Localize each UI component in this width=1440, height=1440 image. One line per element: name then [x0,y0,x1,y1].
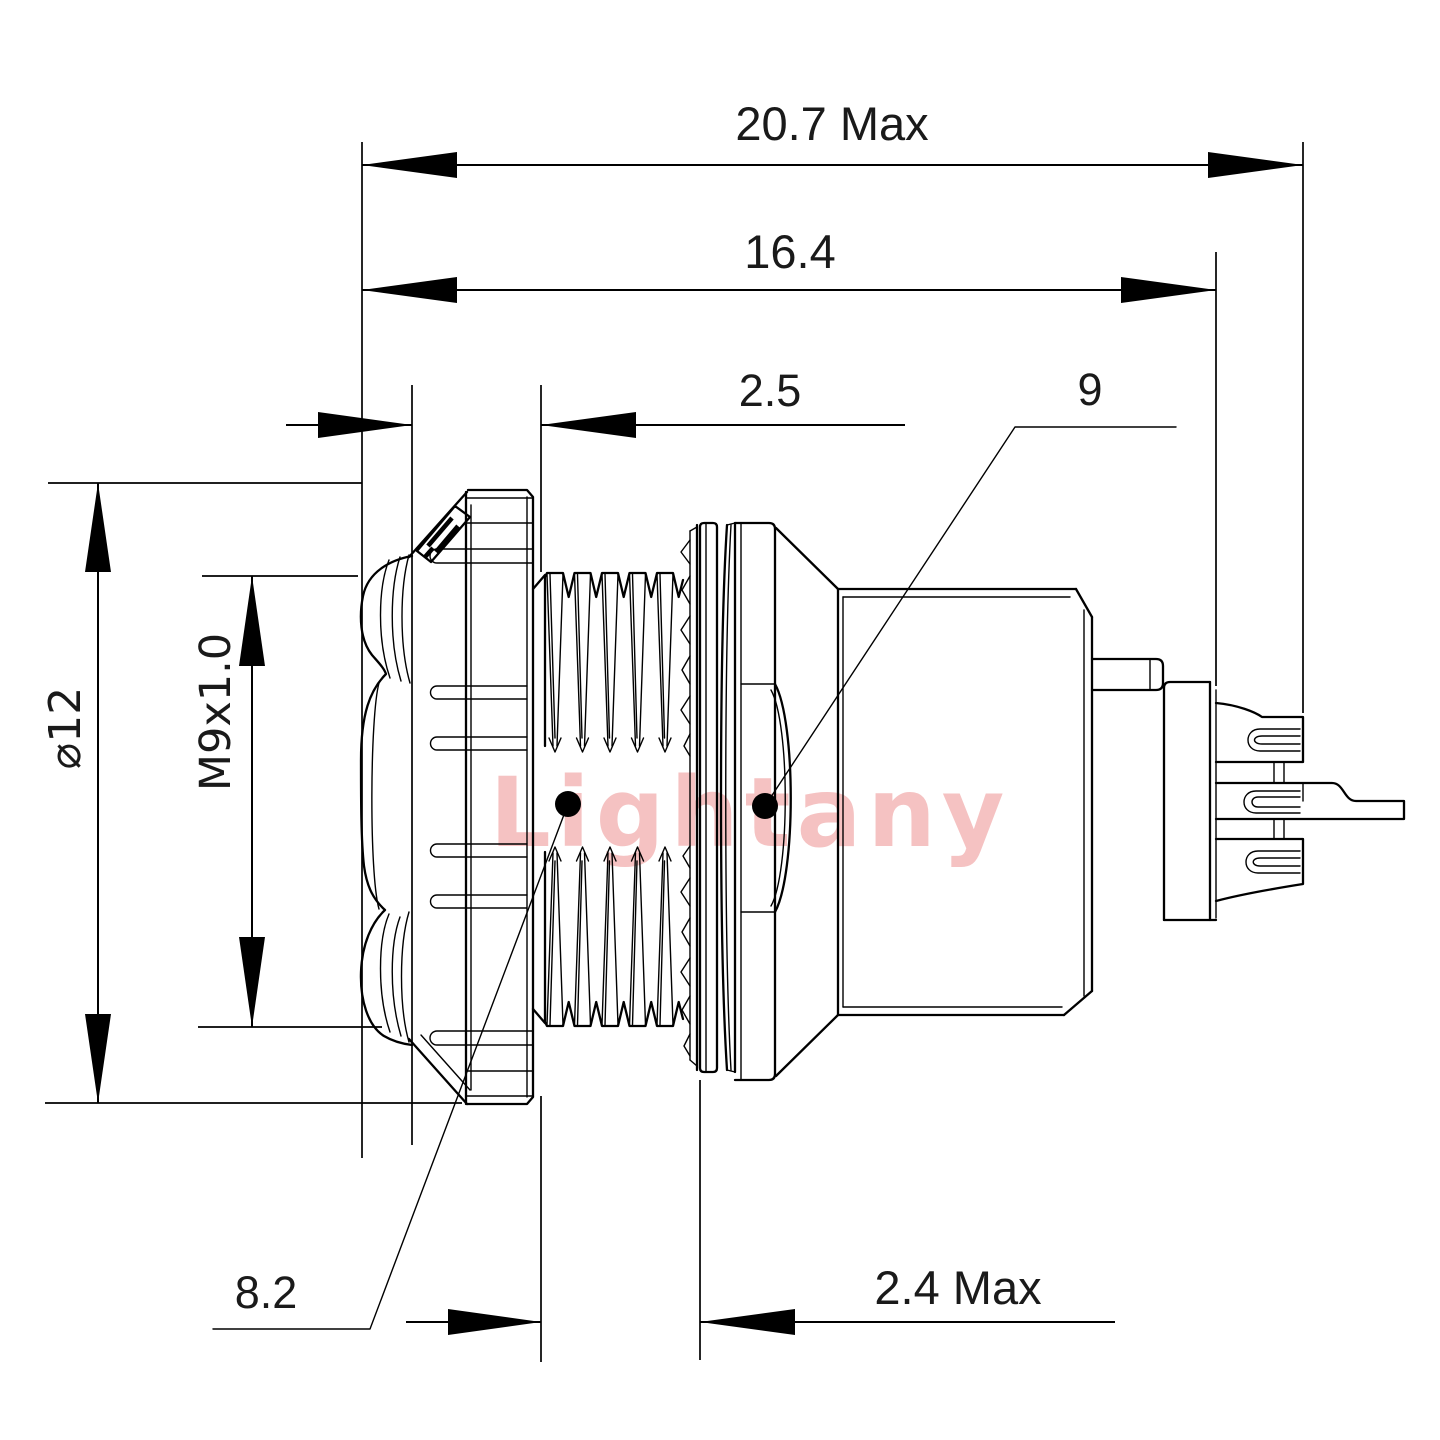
dimension-body-length: 16.4 [362,225,1216,303]
dimension-label: 16.4 [744,225,835,278]
insulator-block [1090,657,1218,922]
dimension-flange-thickness: 2.5 [286,365,905,438]
dimension-outer-diameter: ⌀12 [40,483,111,1103]
dimension-thread-spec: M9x1.0 [191,576,265,1027]
dimension-label: 8.2 [235,1267,298,1318]
lock-washer [680,523,699,1072]
rear-shell [774,526,1094,1078]
solder-contacts [1214,701,1406,903]
extension-lines [45,142,1304,1362]
part-marking [423,516,460,559]
dimension-label: 9 [1077,364,1102,415]
front-knurled-ring [359,488,535,1106]
thread-barrel [531,571,685,1028]
leader-hole-diameter: 8.2 [212,791,581,1330]
retaining-plate [719,521,737,1074]
connector-side-view [359,488,1406,1106]
dimension-label: 2.4 Max [874,1261,1041,1314]
dimension-label: 2.5 [739,365,802,416]
dimension-label: ⌀12 [40,687,91,769]
flat-washer [698,521,719,1074]
dimension-label: 20.7 Max [735,97,928,150]
dimension-overall-length: 20.7 Max [362,97,1303,178]
leader-nut-diameter: 9 [752,364,1177,819]
dimension-panel-thickness: 2.4 Max [406,1261,1115,1335]
dimension-label: M9x1.0 [191,633,241,791]
